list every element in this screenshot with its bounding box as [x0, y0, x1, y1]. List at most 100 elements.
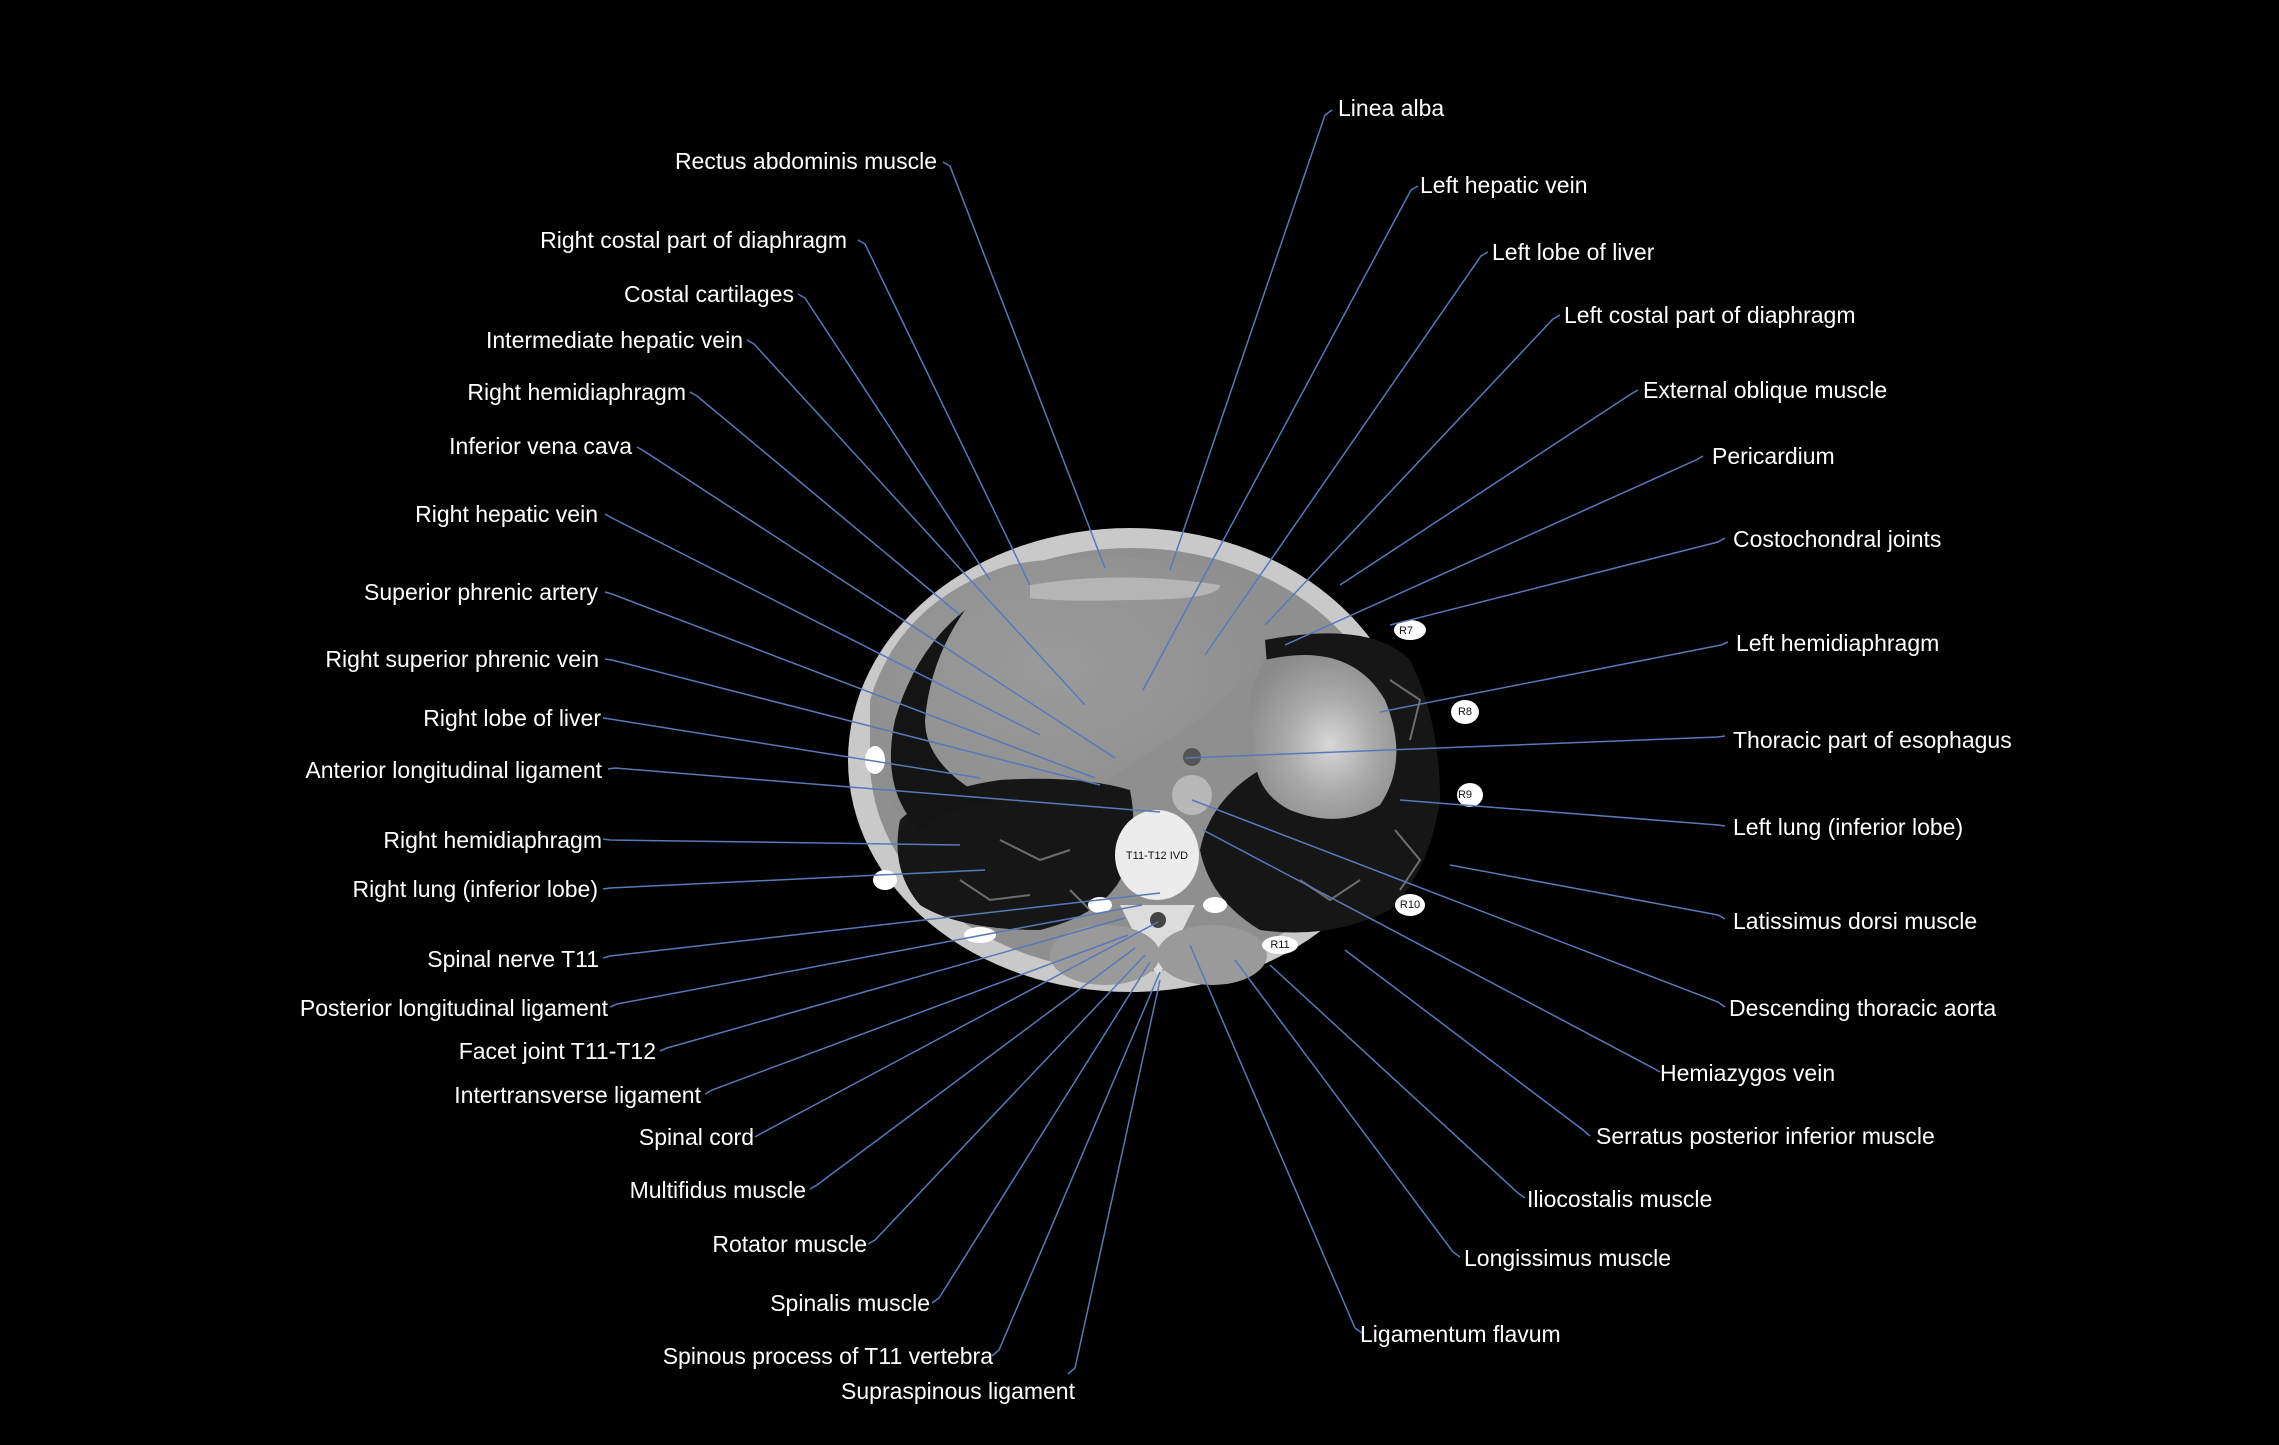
label-right-lobe-of-liver: Right lobe of liver	[423, 705, 601, 731]
label-spinal-nerve-t11: Spinal nerve T11	[427, 946, 599, 972]
leader-multifidus	[809, 947, 1136, 1190]
label-thoracic-part-of-esophagus: Thoracic part of esophagus	[1733, 727, 2012, 753]
label-spinalis-muscle: Spinalis muscle	[770, 1290, 930, 1316]
label-descending-thoracic-aorta: Descending thoracic aorta	[1729, 995, 1997, 1021]
label-anterior-longitudinal-ligament: Anterior longitudinal ligament	[305, 757, 602, 783]
leader-rectus-abdominis	[942, 161, 1106, 569]
label-pericardium: Pericardium	[1712, 443, 1835, 469]
label-left-hemidiaphragm: Left hemidiaphragm	[1736, 630, 1940, 656]
leader-posterior-longitudinal-ligament	[609, 904, 1143, 1008]
leader-right-hemidiaphragm-lower	[602, 838, 961, 846]
rib-r10-text: R10	[1400, 899, 1420, 911]
label-ligamentum-flavum: Ligamentum flavum	[1360, 1321, 1561, 1347]
label-left-costal-part-of-diaphragm: Left costal part of diaphragm	[1564, 302, 1856, 328]
liver	[870, 557, 1277, 830]
label-inferior-vena-cava: Inferior vena cava	[449, 433, 632, 459]
leader-left-lung	[1399, 799, 1726, 827]
leader-right-lobe-of-liver	[602, 717, 981, 779]
leader-ligamentum-flavum	[1189, 944, 1363, 1334]
leader-right-superior-phrenic-vein	[604, 658, 1101, 786]
label-left-hepatic-vein: Left hepatic vein	[1420, 172, 1588, 198]
rib-r8-text: R8	[1458, 706, 1472, 718]
leader-external-oblique	[1339, 389, 1639, 586]
label-superior-phrenic-artery: Superior phrenic artery	[364, 579, 598, 605]
left-paraspinal-muscles	[1157, 925, 1267, 985]
leader-longissimus	[1234, 959, 1461, 1258]
label-costochondral-joints: Costochondral joints	[1733, 526, 1942, 552]
leader-left-lobe-of-liver	[1204, 251, 1489, 656]
label-external-oblique-muscle: External oblique muscle	[1643, 377, 1888, 403]
leader-left-costal-diaphragm	[1264, 314, 1561, 626]
leader-intertransverse-ligament	[704, 934, 1129, 1095]
leader-hemiazygos	[1202, 829, 1661, 1073]
rib-r7-text: R7	[1399, 625, 1413, 637]
leader-supraspinous	[1067, 979, 1161, 1375]
label-right-costal-part-of-diaphragm: Right costal part of diaphragm	[540, 227, 847, 253]
label-hemiazygos-vein: Hemiazygos vein	[1660, 1060, 1836, 1086]
label-iliocostalis-muscle: Iliocostalis muscle	[1527, 1186, 1713, 1212]
leader-lines	[602, 109, 1729, 1375]
right-paraspinal-muscles	[1050, 925, 1160, 985]
leader-right-hemidiaphragm-upper	[689, 391, 961, 616]
label-rectus-abdominis-muscle: Rectus abdominis muscle	[674, 148, 937, 174]
leader-right-hepatic-vein	[604, 513, 1041, 736]
label-right-lung-inferior-lobe: Right lung (inferior lobe)	[352, 876, 598, 902]
leader-superior-phrenic-artery	[604, 591, 1096, 779]
label-latissimus-dorsi-muscle: Latissimus dorsi muscle	[1733, 908, 1978, 934]
vertebral-body	[1115, 810, 1199, 900]
label-spinal-cord: Spinal cord	[638, 1124, 754, 1150]
label-posterior-longitudinal-ligament: Posterior longitudinal ligament	[299, 995, 608, 1021]
right-hemidiaphragm-recess	[890, 610, 1000, 830]
label-costal-cartilages: Costal cartilages	[623, 281, 794, 307]
leader-costochondral-joints	[1389, 537, 1726, 626]
right-lung	[897, 778, 1134, 930]
leader-inferior-vena-cava	[636, 446, 1116, 759]
label-facet-joint-t11-t12: Facet joint T11-T12	[458, 1038, 656, 1064]
leader-right-costal-diaphragm	[857, 239, 1031, 586]
vertebral-level-text: T11-T12 IVD	[1126, 850, 1188, 862]
label-rotator-muscle: Rotator muscle	[712, 1231, 867, 1257]
leader-facet-joint	[659, 917, 1126, 1052]
leader-costal-cartilages	[797, 293, 991, 581]
leader-spinous-process	[991, 971, 1161, 1357]
aorta	[1172, 775, 1212, 815]
label-right-hemidiaphragm-lower: Right hemidiaphragm	[383, 827, 602, 853]
label-right-hepatic-vein: Right hepatic vein	[415, 501, 598, 527]
posterior-elements	[1120, 905, 1195, 975]
rib-r11-text: R11	[1270, 939, 1289, 951]
leader-iliocostalis	[1269, 964, 1526, 1199]
heart	[1249, 655, 1397, 819]
label-intertransverse-ligament: Intertransverse ligament	[454, 1082, 701, 1108]
leader-spinal-nerve	[602, 892, 1161, 959]
label-longissimus-muscle: Longissimus muscle	[1464, 1245, 1672, 1271]
leader-rotator	[867, 954, 1146, 1245]
leader-left-hepatic-vein	[1142, 185, 1419, 691]
label-linea-alba: Linea alba	[1338, 95, 1445, 121]
label-multifidus-muscle: Multifidus muscle	[629, 1177, 806, 1203]
leader-anterior-longitudinal-ligament	[607, 767, 1161, 813]
leader-intermediate-hepatic-vein	[746, 339, 1086, 706]
leader-right-lung	[602, 869, 986, 890]
leader-descending-aorta	[1191, 799, 1726, 1008]
anterior-fat	[1030, 577, 1220, 601]
label-spinous-process-of-t11-vertebra: Spinous process of T11 vertebra	[662, 1343, 993, 1369]
leader-spinalis	[931, 961, 1151, 1304]
rib-r9-text: R9	[1458, 789, 1472, 801]
leader-thoracic-esophagus	[1184, 735, 1726, 759]
label-right-hemidiaphragm-upper: Right hemidiaphragm	[467, 379, 686, 405]
ribs	[865, 620, 1483, 954]
label-right-superior-phrenic-vein: Right superior phrenic vein	[325, 646, 599, 672]
leader-pericardium	[1284, 455, 1704, 646]
label-intermediate-hepatic-vein: Intermediate hepatic vein	[486, 327, 743, 353]
label-serratus-posterior-inferior-muscle: Serratus posterior inferior muscle	[1596, 1123, 1935, 1149]
label-supraspinous-ligament: Supraspinous ligament	[841, 1378, 1075, 1404]
leader-serratus-posterior	[1344, 949, 1591, 1137]
leader-spinal-cord	[754, 921, 1159, 1138]
leader-latissimus-dorsi	[1449, 864, 1726, 920]
leader-left-hemidiaphragm	[1379, 641, 1729, 713]
leader-linea-alba	[1169, 109, 1333, 571]
label-left-lung-inferior-lobe: Left lung (inferior lobe)	[1733, 814, 1964, 840]
label-left-lobe-of-liver: Left lobe of liver	[1492, 239, 1655, 265]
